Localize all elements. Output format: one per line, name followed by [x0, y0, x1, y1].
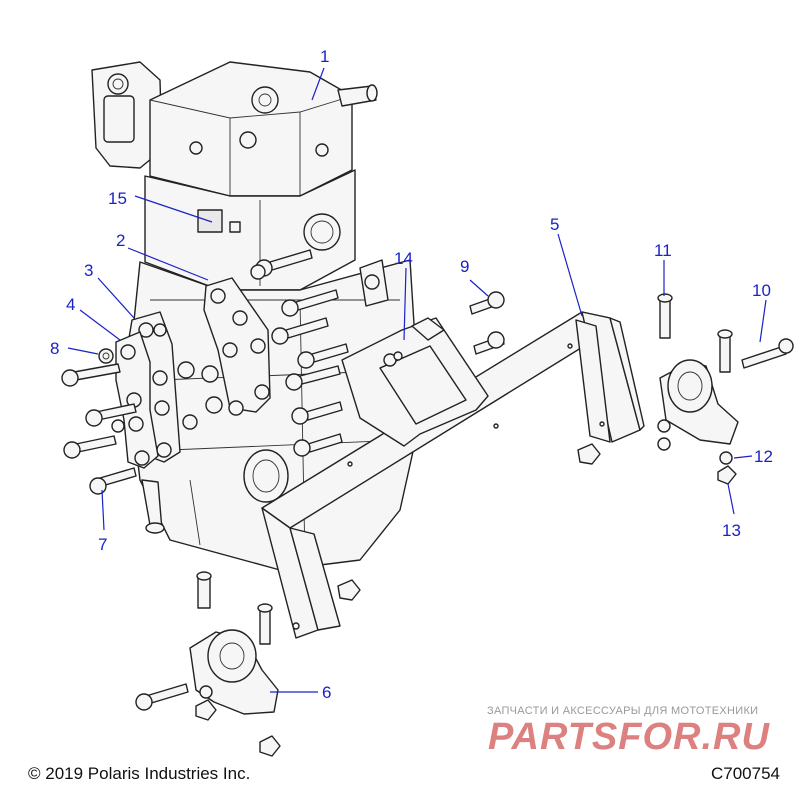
- callout-10: 10: [752, 281, 771, 300]
- callout-6: 6: [322, 683, 331, 702]
- center-bolts-illustration: [469, 291, 505, 355]
- callout-9: 9: [460, 257, 469, 276]
- diagram-id: C700754: [710, 764, 780, 783]
- callout-14: 14: [394, 249, 413, 268]
- callout-5: 5: [550, 215, 559, 234]
- callout-3: 3: [84, 261, 93, 280]
- engine-mount-bracket-inner-illustration: [203, 277, 271, 416]
- engine-mount-plate-illustration: [115, 331, 159, 469]
- callout-4: 4: [66, 295, 75, 314]
- callout-labels: 1 2 3 4 5 6 7 8 9 10 11 12 13 14 15: [50, 47, 773, 702]
- callout-15: 15: [108, 189, 127, 208]
- left-bolts-illustration: [61, 348, 137, 495]
- engine-isolator-mount-lower-illustration: [135, 571, 281, 757]
- watermark-logo: PARTSFOR.RU: [488, 716, 770, 758]
- callout-leader-lines: [67, 67, 767, 693]
- callout-13: 13: [722, 521, 741, 540]
- engine-mount-crossmember-illustration: [261, 311, 645, 639]
- callout-12: 12: [754, 447, 773, 466]
- callout-1: 1: [320, 47, 329, 66]
- callout-7: 7: [98, 535, 107, 554]
- copyright-text: © 2019 Polaris Industries Inc.: [28, 764, 251, 783]
- engine-isolator-mount-right-illustration: [657, 293, 794, 485]
- engine-illustration: [91, 61, 421, 571]
- callout-8: 8: [50, 339, 59, 358]
- callout-2: 2: [116, 231, 125, 250]
- watermark-tagline: ЗАПЧАСТИ И АКСЕССУАРЫ ДЛЯ МОТОТЕХНИКИ: [487, 705, 759, 717]
- callout-11: 11: [654, 241, 672, 260]
